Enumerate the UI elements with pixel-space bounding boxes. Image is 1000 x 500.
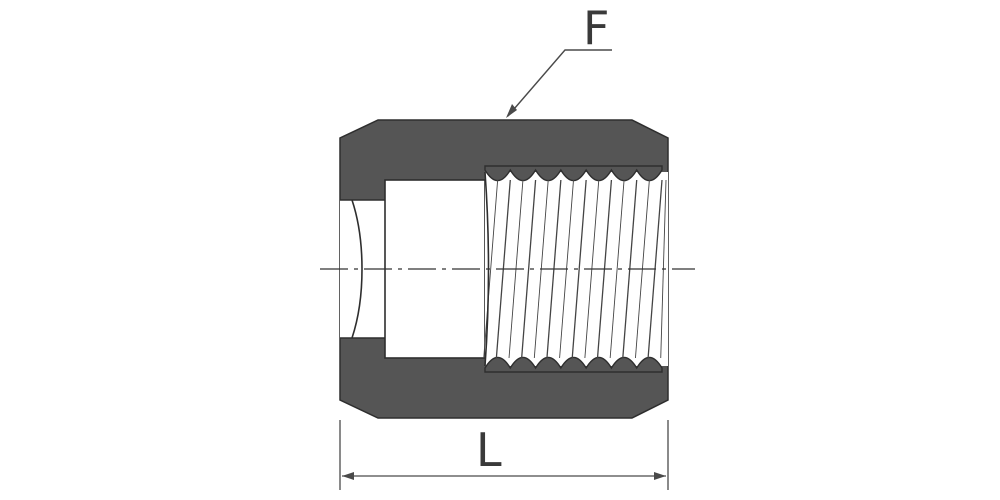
length-dimension-label: L — [476, 423, 502, 477]
leader-arrowhead — [506, 104, 517, 118]
dimension-arrow-right — [654, 472, 666, 480]
thread-leader-line — [507, 49, 612, 117]
thread-teeth-bottom — [484, 356, 663, 373]
small-bore-edges — [340, 199, 385, 339]
thread-callout-label: F — [583, 1, 609, 55]
thread-line — [571, 179, 587, 359]
thread-teeth-top — [484, 165, 663, 182]
thread-crest-top — [484, 165, 663, 182]
thread-crest-bottom — [484, 356, 663, 373]
thread-line — [483, 179, 499, 359]
thread-line — [609, 179, 625, 359]
dimension-arrow-left — [342, 472, 354, 480]
thread-line — [521, 179, 537, 359]
